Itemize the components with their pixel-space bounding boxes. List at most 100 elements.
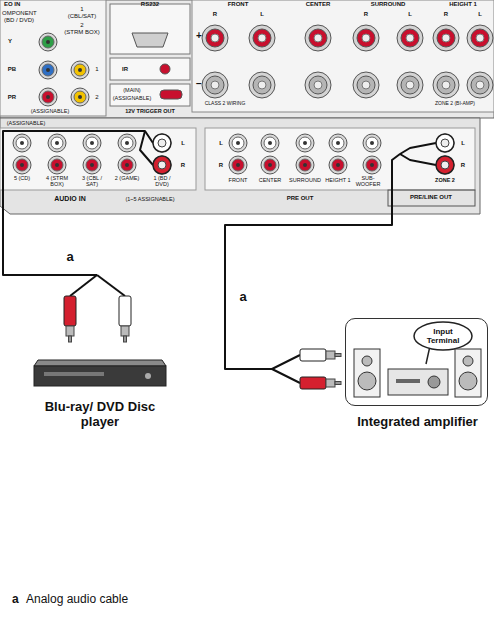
panel-label: IR [122,66,128,73]
panel-label: L [461,140,465,147]
disc-player: Blu-ray/ DVD Disc player [30,352,170,392]
component-section [0,0,106,116]
panel-label: 1 [95,66,98,73]
rca-plug [153,134,171,152]
panel-label: R [444,11,448,18]
speaker-terminal [249,72,275,98]
video-jack [71,88,89,106]
rca-plug [119,296,131,342]
panel-label: 2 [95,94,98,101]
panel-label: (BD / DVD) [4,17,34,24]
panel-label: (ASSIGNABLE) [31,108,70,114]
panel-label: (STRM BOX) [64,29,99,36]
audio-in-jack [118,156,136,174]
panel-label: + [196,30,202,41]
pre-out-jack [329,134,347,152]
rca-plug [436,156,454,174]
panel-label: L [219,140,223,147]
callout-letter: a [12,593,19,606]
speaker-terminal [433,72,459,98]
audio-in-jack [48,156,66,174]
panel-label: 5 (CD) [6,175,38,181]
panel-label: ZONE 2 [435,177,455,183]
zone2-jack [436,156,454,174]
audio-in-jack [153,134,171,152]
rca-plug [436,134,454,152]
callout-letter: a [239,290,246,304]
panel-label: L [181,140,185,147]
panel-label: (1~5 ASSIGNABLE) [125,196,174,202]
integrated-amplifier: Input TerminalIntegrated amplifier [345,318,488,406]
speaker-section [192,0,494,112]
pre-line-out-frame [388,190,475,206]
component-jack [39,33,57,51]
zone2-jack [436,134,454,152]
audio-in-jack [83,156,101,174]
audio-in-jack [83,134,101,152]
panel-label: (ASSIGNABLE) [113,95,152,101]
panel-label: PRE/LINE OUT [410,194,452,201]
panel-label: HEIGHT 1 [325,177,350,183]
panel-label: L [478,11,482,18]
pre-out-jack [363,134,381,152]
audio-cable [97,275,125,296]
pre-out-jack [296,134,314,152]
panel-label: EO IN [4,1,20,8]
speaker-terminal [433,25,459,51]
panel-label: (ASSIGNABLE) [7,120,46,126]
panel-label: 1 [80,6,83,13]
panel-label: OMPONENT [2,10,37,17]
rca-plug [300,349,341,361]
callout-letter: a [66,250,73,264]
rca-plug [300,377,341,389]
panel-label: SURROUND [371,1,406,8]
panel-label: CENTER [306,1,331,8]
pre-out-jack [261,156,279,174]
callout-letter: Analog audio cable [26,593,128,606]
trigger-jack [160,90,182,99]
video-jack [71,61,89,79]
ir-jack [160,64,170,74]
speaker-terminal [353,72,379,98]
panel-label: SURROUND [289,177,321,183]
pre-out-jack [229,156,247,174]
panel-label: FRONT [229,177,248,183]
panel-label: R [461,162,465,169]
audio-in-jack [48,134,66,152]
audio-cable [272,369,300,383]
speaker-terminal [202,72,228,98]
speaker-terminal [353,25,379,51]
rca-plug [64,296,76,342]
speaker-terminal [397,25,423,51]
panel-label: R [364,11,368,18]
audio-cable [225,143,436,369]
rca-plug [153,156,171,174]
audio-in-section [0,128,196,190]
speaker-terminal [202,25,228,51]
panel-label: R [219,162,223,169]
device-label: Integrated amplifier [326,415,494,430]
audio-in-jack [13,134,31,152]
panel-label: 1 (BD / DVD) [146,175,178,187]
panel-label: HEIGHT 1 [449,1,477,8]
rs232-box [110,4,190,54]
panel-label: 3 (CBL / SAT) [76,175,108,187]
jacks [13,25,493,174]
panel-label: − [196,78,202,89]
audio-cable [272,355,300,369]
panel-label: 12V TRIGGER OUT [125,108,175,114]
speaker-terminal [249,25,275,51]
panel-lower [0,118,480,214]
panel-label: 2 [80,22,83,29]
panel-label: (CBL/SAT) [68,13,97,20]
pre-out-jack [229,134,247,152]
player-illustration [30,352,170,392]
speaker-terminal [305,25,331,51]
pre-out-jack [363,156,381,174]
speaker-terminal [467,72,493,98]
panel-label: FRONT [228,1,249,8]
panel-label: AUDIO IN [54,195,86,203]
audio-in-jack [13,156,31,174]
